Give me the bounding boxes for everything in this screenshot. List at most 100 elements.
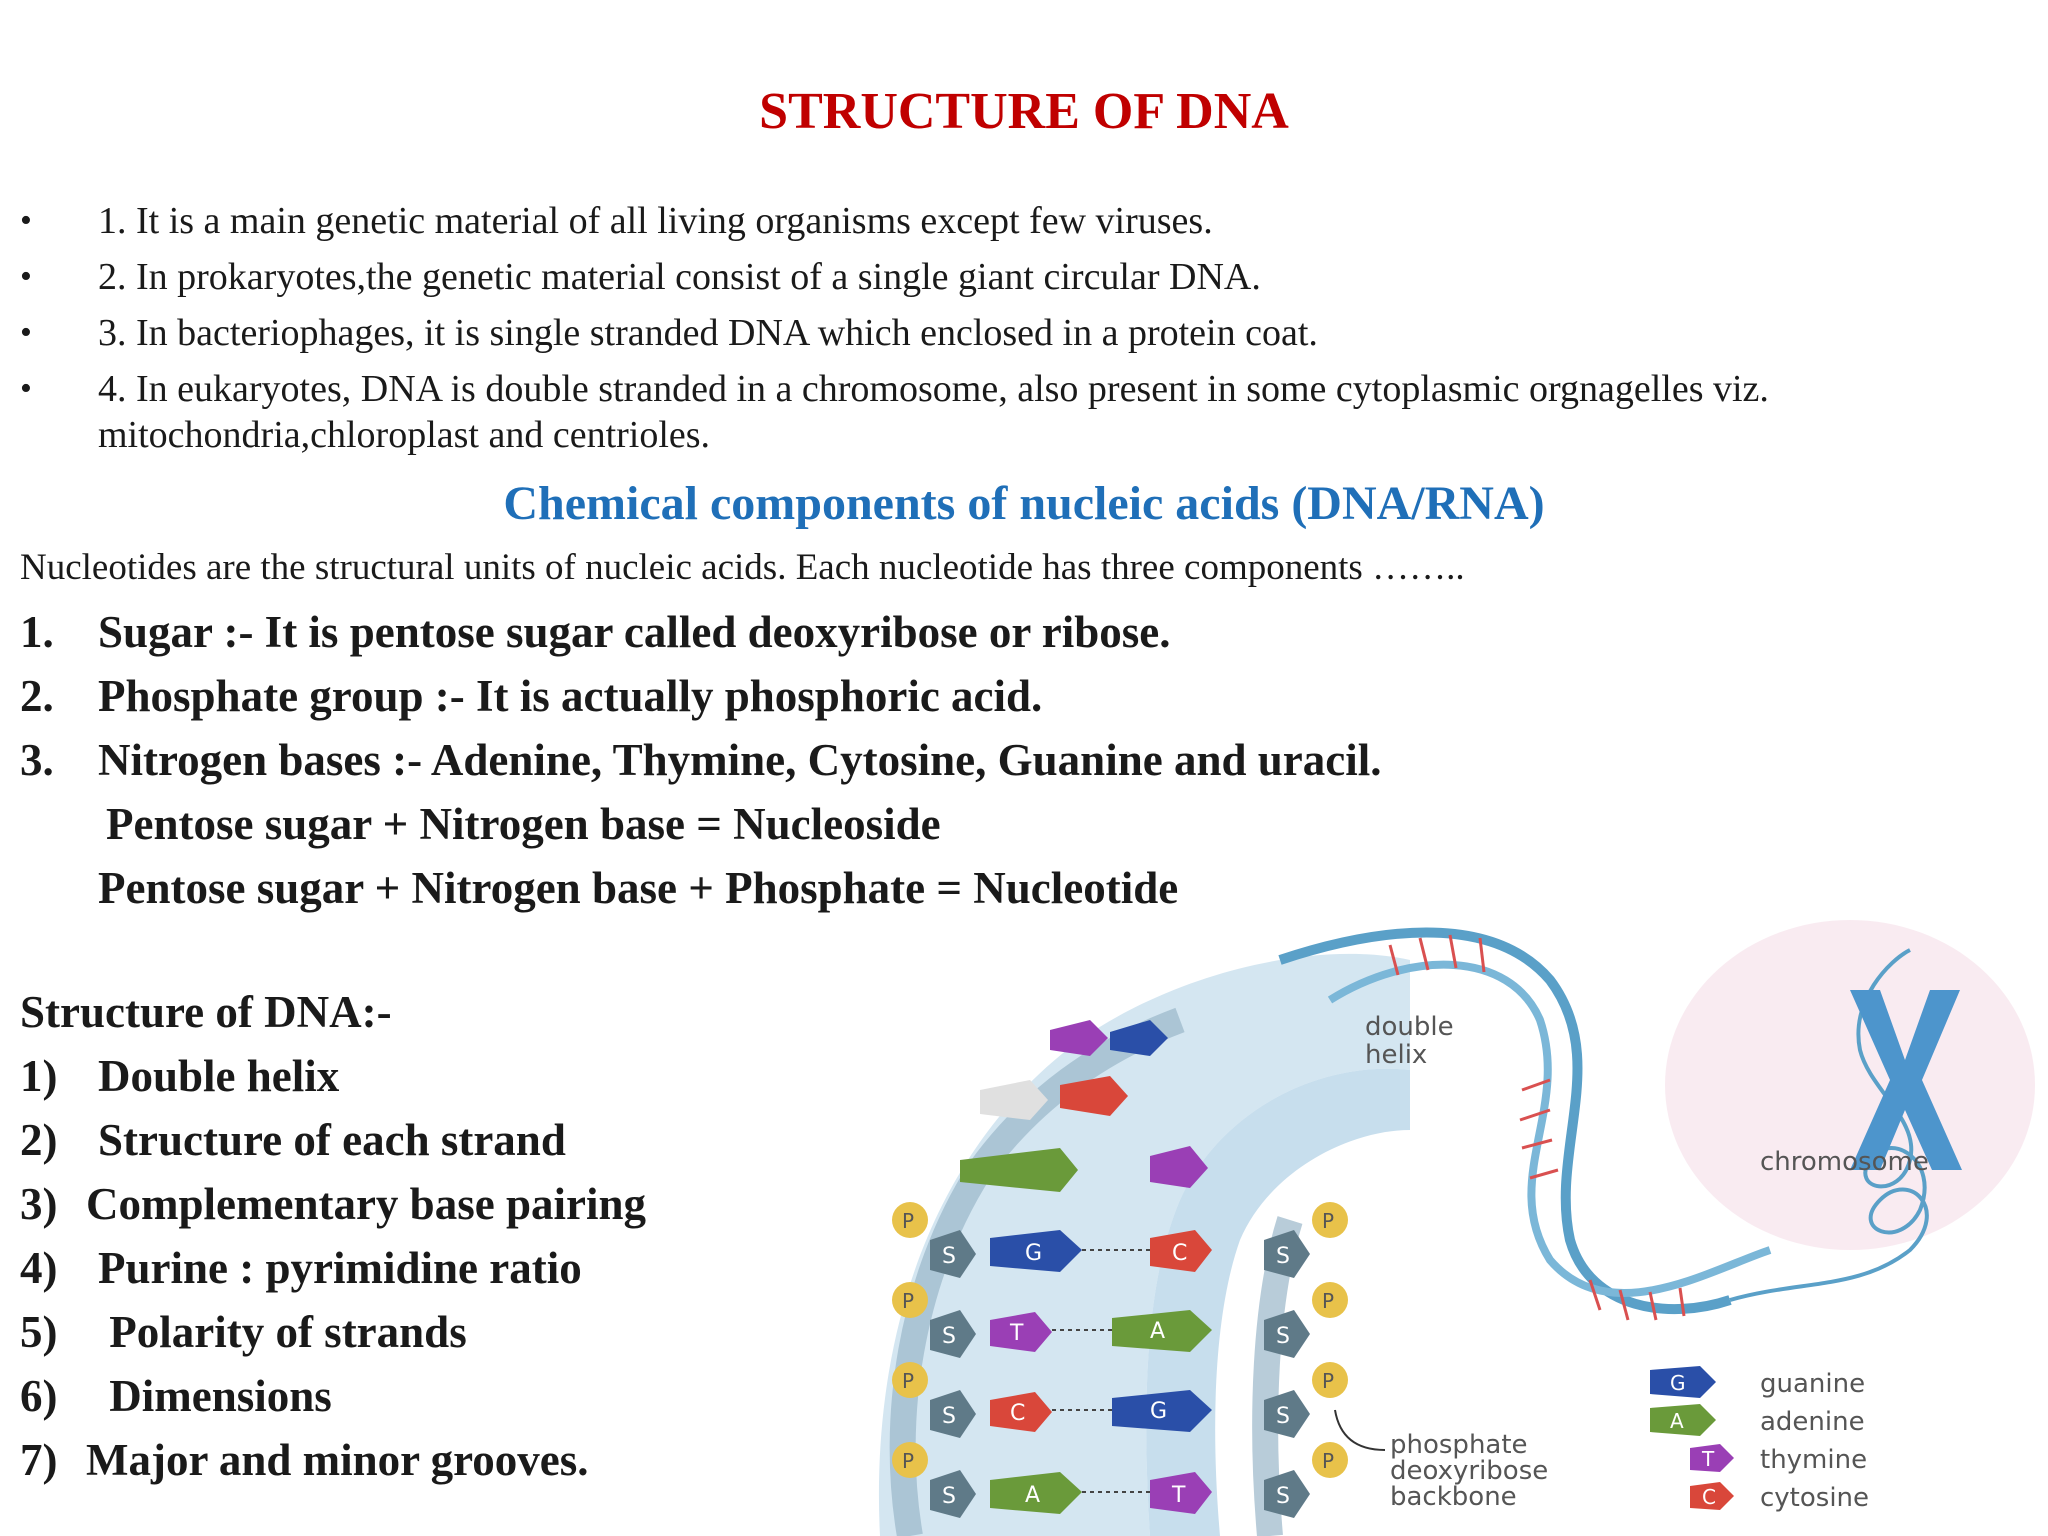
svg-text:S: S <box>1276 1324 1290 1349</box>
structure-heading: Structure of DNA:- <box>20 987 392 1037</box>
pair-4: A T <box>990 1472 1212 1514</box>
structure-item: 3)Complementary base pairing <box>20 1172 646 1236</box>
svg-text:P: P <box>1322 1209 1334 1233</box>
svg-text:P: P <box>902 1209 914 1233</box>
nucleoside-equation: Pentose sugar + Nitrogen base = Nucleosi… <box>106 799 941 849</box>
bullet-dot: • <box>20 258 32 295</box>
svg-text:S: S <box>942 1324 956 1349</box>
svg-text:A: A <box>1150 1319 1165 1344</box>
component-item: 2. Phosphate group :- It is actually phos… <box>20 664 1382 728</box>
base-legend: G guanine A adenine T thymine C cytosine <box>1650 1366 1869 1513</box>
bullet-text: 1. It is a main genetic material of all … <box>98 200 1213 242</box>
svg-text:S: S <box>1276 1244 1290 1269</box>
backbone-label: phosphate deoxyribose backbone <box>1390 1430 1557 1512</box>
structure-item: 4) Purine : pyrimidine ratio <box>20 1236 646 1300</box>
item-number: 2) <box>20 1115 58 1165</box>
double-helix-label: double helix <box>1365 1012 1462 1070</box>
helix-rungs <box>1388 934 1686 1321</box>
svg-text:A: A <box>1670 1409 1684 1433</box>
item-number: 4) <box>20 1243 58 1293</box>
svg-text:T: T <box>1171 1483 1186 1508</box>
dna-diagram: chromosome double helix P P P P S S S S … <box>878 920 2035 1536</box>
item-number: 2. <box>20 671 54 721</box>
bullet-text: 3. In bacteriophages, it is single stran… <box>98 312 1318 354</box>
svg-text:G: G <box>1670 1371 1686 1395</box>
structure-item: 6) Dimensions <box>20 1364 646 1428</box>
svg-text:C: C <box>1010 1401 1025 1426</box>
item-text: Phosphate group :- It is actually phosph… <box>98 671 1043 721</box>
chromosome-halo <box>1665 920 2035 1250</box>
svg-text:S: S <box>942 1244 956 1269</box>
svg-text:P: P <box>1322 1449 1334 1473</box>
components-list: 1. Sugar :- It is pentose sugar called de… <box>20 600 1382 792</box>
bullet-item: • 2. In prokaryotes,the genetic material… <box>0 254 2010 300</box>
svg-text:T: T <box>1701 1447 1715 1471</box>
svg-text:G: G <box>1150 1399 1167 1424</box>
nucleotide-equation: Pentose sugar + Nitrogen base + Phosphat… <box>98 863 1179 913</box>
svg-text:S: S <box>1276 1484 1290 1509</box>
intro-text: Nucleotides are the structural units of … <box>20 547 1465 588</box>
item-number: 1. <box>20 607 54 657</box>
pair-2: T A <box>990 1310 1212 1352</box>
svg-text:A: A <box>1025 1483 1040 1508</box>
chromosome-x <box>1850 990 1962 1170</box>
svg-text:P: P <box>902 1289 914 1313</box>
item-number: 7) <box>20 1435 58 1485</box>
svg-text:C: C <box>1702 1485 1716 1509</box>
component-item: 1. Sugar :- It is pentose sugar called de… <box>20 600 1382 664</box>
item-number: 3) <box>20 1179 58 1229</box>
chromosome-label: chromosome <box>1760 1147 1929 1177</box>
item-text: Purine : pyrimidine ratio <box>98 1243 582 1293</box>
item-number: 5) <box>20 1307 58 1357</box>
item-text: Major and minor grooves. <box>86 1435 589 1485</box>
bullet-list: • 1. It is a main genetic material of al… <box>0 198 2010 468</box>
bullet-dot: • <box>20 314 32 351</box>
item-text: Nitrogen bases :- Adenine, Thymine, Cyto… <box>98 735 1382 785</box>
structure-item: 2) Structure of each strand <box>20 1108 646 1172</box>
legend-adenine: A adenine <box>1650 1404 1865 1437</box>
chromatin-coil <box>1729 948 1929 1302</box>
structure-item: 5) Polarity of strands <box>20 1300 646 1364</box>
item-text: Double helix <box>98 1051 340 1101</box>
svg-text:T: T <box>1009 1321 1024 1346</box>
item-text: Polarity of strands <box>98 1307 467 1357</box>
legend-cytosine: C cytosine <box>1690 1482 1869 1513</box>
left-backbone: P P P P S S S S <box>889 1007 1185 1536</box>
svg-text:P: P <box>1322 1289 1334 1313</box>
bullet-item: • 1. It is a main genetic material of al… <box>0 198 2010 244</box>
section-subtitle: Chemical components of nucleic acids (DN… <box>503 477 1545 530</box>
svg-text:cytosine: cytosine <box>1760 1483 1869 1513</box>
structure-item: 7) Major and minor grooves. <box>20 1428 646 1492</box>
helix-band <box>878 953 1410 1536</box>
svg-text:P: P <box>902 1369 914 1393</box>
bullet-dot: • <box>20 370 32 407</box>
item-text: Sugar :- It is pentose sugar called deox… <box>98 607 1171 657</box>
svg-text:S: S <box>1276 1404 1290 1429</box>
bullet-text: 4. In eukaryotes, DNA is double stranded… <box>98 368 1769 456</box>
item-text: Structure of each strand <box>98 1115 566 1165</box>
item-text: Dimensions <box>98 1371 332 1421</box>
svg-text:S: S <box>942 1484 956 1509</box>
svg-text:P: P <box>1322 1369 1334 1393</box>
bullet-text: 2. In prokaryotes,the genetic material c… <box>98 256 1261 298</box>
svg-text:adenine: adenine <box>1760 1407 1865 1437</box>
item-number: 1) <box>20 1051 58 1101</box>
bullet-dot: • <box>20 202 32 239</box>
svg-text:G: G <box>1025 1241 1042 1266</box>
svg-text:C: C <box>1172 1241 1187 1266</box>
item-number: 3. <box>20 735 54 785</box>
pair-3: C G <box>990 1390 1212 1432</box>
helix-band-inner <box>1146 1068 1410 1536</box>
svg-text:P: P <box>902 1449 914 1473</box>
bullet-item: • 4. In eukaryotes, DNA is double strand… <box>0 366 2010 458</box>
right-backbone: P P P P S S S S <box>1252 1202 1348 1536</box>
legend-guanine: G guanine <box>1650 1366 1865 1399</box>
svg-text:S: S <box>942 1404 956 1429</box>
item-number: 6) <box>20 1371 58 1421</box>
svg-text:thymine: thymine <box>1760 1445 1867 1475</box>
page-title: STRUCTURE OF DNA <box>759 83 1289 140</box>
structure-list: Structure of DNA:- 1) Double helix 2) Stru… <box>20 980 646 1492</box>
bullet-item: • 3. In bacteriophages, it is single str… <box>0 310 2010 356</box>
svg-text:guanine: guanine <box>1760 1369 1865 1399</box>
structure-item: 1) Double helix <box>20 1044 646 1108</box>
